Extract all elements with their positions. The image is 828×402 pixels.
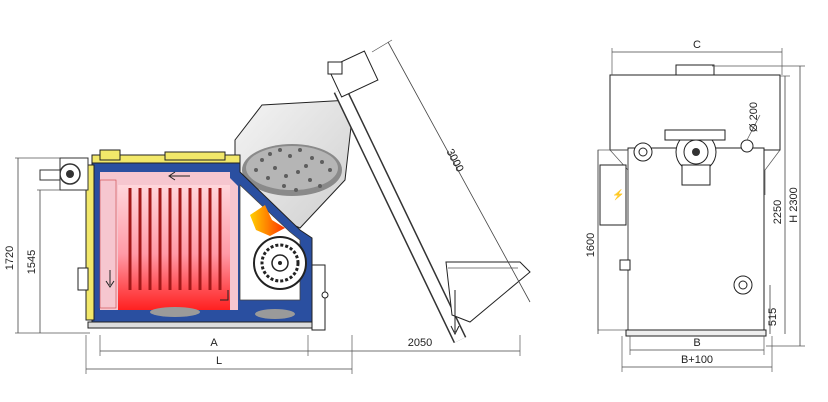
grate-wheel — [253, 236, 307, 290]
dim-2250: 2250 — [772, 200, 784, 224]
clean-out-door — [77, 267, 89, 291]
dim-1720: 1720 — [4, 246, 16, 270]
front-view: ⚡ C B B+1 — [585, 39, 805, 372]
dim-1600: 1600 — [585, 233, 597, 257]
dim-l: L — [216, 355, 222, 367]
svg-text:⚡: ⚡ — [612, 188, 624, 201]
screw-feeder — [327, 50, 531, 344]
dim-2050: 2050 — [408, 337, 432, 349]
front-hopper — [609, 74, 781, 151]
blower-fan — [39, 157, 89, 191]
dim-b-plus-100: B+100 — [681, 354, 713, 366]
dim-c: C — [693, 39, 701, 51]
dim-h-2300: H 2300 — [788, 187, 800, 222]
dim-b: B — [693, 337, 700, 349]
dim-diameter-200: Ø 200 — [748, 102, 760, 132]
side-view: 1720 1545 A 2050 L 3000 — [4, 39, 531, 374]
dim-a: A — [210, 337, 218, 349]
front-fan — [664, 129, 726, 186]
dim-515: 515 — [767, 308, 779, 326]
boiler-shell — [85, 149, 313, 323]
coal-pile — [242, 144, 342, 196]
top-flue-flange — [675, 64, 715, 76]
dim-1545: 1545 — [26, 250, 38, 274]
dim-3000: 3000 — [444, 147, 466, 174]
heat-exchanger-tubes — [128, 188, 222, 290]
front-dimensions: C B B+100 1600 2250 H 2300 515 Ø 200 — [585, 39, 805, 372]
boiler-base — [87, 321, 317, 329]
